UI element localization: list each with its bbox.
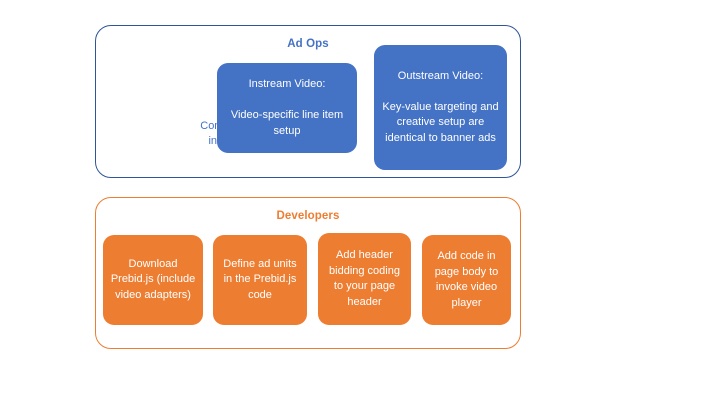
node-add-code-page-body: Add code in page body to invoke video pl… xyxy=(422,235,511,325)
node-define-ad-units-label: Define ad units in the Prebid.js code xyxy=(223,257,297,301)
node-download-prebid-label: Download Prebid.js (include video adapte… xyxy=(110,257,196,301)
node-outstream-video: Outstream Video: Key-value targeting and… xyxy=(374,45,507,170)
node-add-header-bidding-code-label: Add header bidding coding to your page h… xyxy=(329,249,400,308)
node-instream-video-label: Instream Video: Video-specific line item… xyxy=(230,78,344,137)
node-add-header-bidding-code: Add header bidding coding to your page h… xyxy=(318,233,411,325)
node-instream-video: Instream Video: Video-specific line item… xyxy=(217,63,357,153)
group-title-ad-ops: Ad Ops xyxy=(287,38,329,50)
node-outstream-video-label: Outstream Video: Key-value targeting and… xyxy=(382,69,499,144)
node-download-prebid: Download Prebid.js (include video adapte… xyxy=(103,235,203,325)
node-add-code-page-body-label: Add code in page body to invoke video pl… xyxy=(434,250,499,309)
group-title-developers: Developers xyxy=(276,210,340,222)
node-define-ad-units: Define ad units in the Prebid.js code xyxy=(213,235,307,325)
